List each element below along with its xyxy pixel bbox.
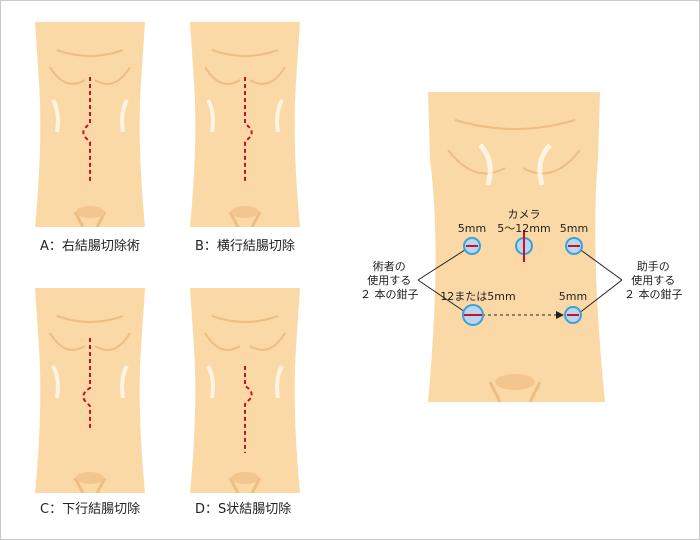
label-top-right: 5mm	[560, 222, 588, 235]
port-bottom-left	[463, 305, 483, 325]
port-top-right	[566, 238, 582, 254]
label-camera-2: 5～12mm	[497, 222, 550, 235]
assistant-forceps-label: 助手の 使用する ２ 本の鉗子	[624, 260, 683, 302]
caption-d: D：S状結腸切除	[195, 498, 291, 517]
caption-b: B：横行結腸切除	[195, 235, 295, 254]
caption-a: A：右結腸切除術	[40, 235, 140, 254]
port-top-left	[464, 238, 480, 254]
port-bottom-right	[565, 307, 581, 323]
torso-a	[35, 22, 145, 227]
surgeon-forceps-label: 術者の 使用する ２ 本の鉗子	[360, 260, 419, 302]
label-camera-1: カメラ	[508, 208, 541, 221]
torso-d	[190, 288, 300, 493]
torso-c	[35, 288, 145, 493]
caption-c: C：下行結腸切除	[40, 498, 140, 517]
label-top-left: 5mm	[458, 222, 486, 235]
torso-b	[190, 22, 300, 227]
label-bottom-left: 12または5mm	[440, 290, 515, 303]
port-diagram: 5mm カメラ 5～12mm 5mm 12または5mm 5mm	[360, 90, 700, 410]
label-bottom-right: 5mm	[559, 290, 587, 303]
